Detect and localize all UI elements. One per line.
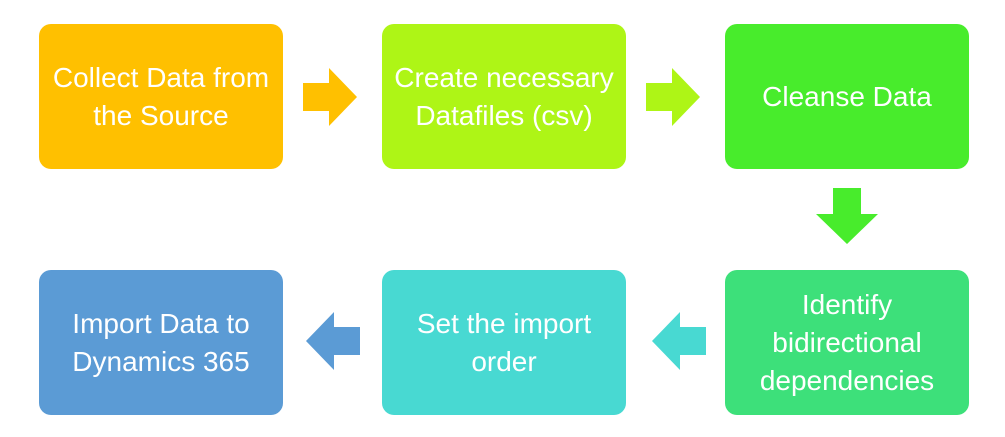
step-label: Create necessary Datafiles (csv) <box>394 61 614 131</box>
step-identify-dependencies: Identify bidirectional dependencies <box>725 270 969 415</box>
step-label: Collect Data from the Source <box>52 61 270 131</box>
arrow-right-icon <box>646 68 700 126</box>
step-cleanse-data: Cleanse Data <box>725 24 969 169</box>
step-create-datafiles: Create necessary Datafiles (csv) <box>382 24 626 169</box>
arrow-left-icon <box>652 312 706 370</box>
step-collect-data: Collect Data from the Source <box>39 24 283 169</box>
arrow-down-icon <box>816 188 878 244</box>
step-label: Cleanse Data <box>762 80 932 112</box>
step-import-data: Import Data to Dynamics 365 <box>39 270 283 415</box>
step-label: Identify bidirectional dependencies <box>759 288 935 396</box>
step-label: Import Data to Dynamics 365 <box>72 307 250 377</box>
step-set-import-order: Set the import order <box>382 270 626 415</box>
arrow-left-icon <box>306 312 360 370</box>
step-label: Set the import order <box>416 307 592 377</box>
arrow-right-icon <box>303 68 357 126</box>
